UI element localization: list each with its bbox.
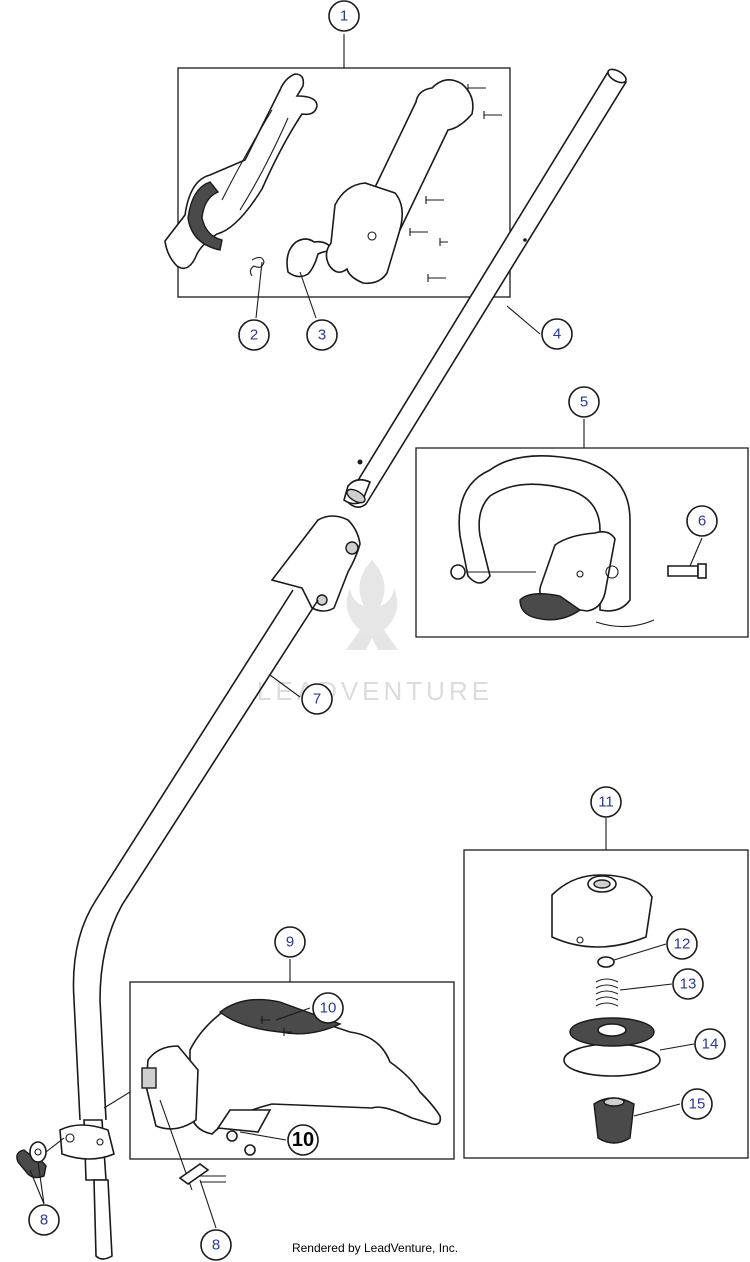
svg-text:13: 13: [680, 976, 697, 993]
callout-15: 15: [681, 1088, 713, 1120]
spring: [595, 978, 619, 1007]
watermark: LEADVENTURE: [257, 560, 493, 706]
svg-text:15: 15: [689, 1096, 706, 1113]
callout-7: 7: [301, 683, 333, 715]
callout-8-right: 8: [200, 1229, 232, 1261]
torsion-spring: [249, 256, 265, 277]
leader-lines: [29, 34, 703, 1229]
bolt: [667, 565, 699, 577]
washer: [597, 956, 615, 968]
svg-text:10: 10: [320, 1000, 337, 1017]
shaft-clamp: [59, 1124, 115, 1160]
upper-shaft: [343, 68, 628, 508]
nut: [450, 564, 466, 580]
svg-text:11: 11: [598, 794, 614, 811]
callout-14: 14: [694, 1028, 726, 1060]
callout-11: 11: [590, 786, 622, 818]
svg-text:4: 4: [553, 326, 561, 343]
callout-13: 13: [672, 968, 704, 1000]
watermark-text: LEADVENTURE: [257, 676, 493, 706]
svg-text:5: 5: [580, 394, 588, 411]
handle-assembly-box: [164, 67, 511, 298]
svg-text:3: 3: [318, 327, 326, 344]
callout-10-upper: 10: [312, 992, 344, 1024]
callout-3: 3: [306, 319, 338, 351]
svg-text:6: 6: [698, 513, 706, 530]
trimmer-head-box: [463, 849, 749, 1159]
svg-text:10: 10: [292, 1129, 314, 1151]
callout-2: 2: [238, 319, 270, 351]
callout-8-left: 8: [28, 1204, 60, 1236]
callout-10-lower: 10: [287, 1124, 319, 1156]
callout-12: 12: [666, 928, 698, 960]
svg-text:8: 8: [40, 1212, 48, 1229]
svg-text:8: 8: [212, 1237, 220, 1254]
callout-5: 5: [568, 386, 600, 418]
spool: [563, 1043, 661, 1077]
guard-box: [103, 981, 455, 1191]
carriage-bolt: [178, 1163, 226, 1185]
svg-text:14: 14: [702, 1036, 719, 1053]
callout-4: 4: [541, 318, 573, 350]
aux-handle-box: [415, 447, 749, 638]
lower-shaft: [59, 515, 361, 1260]
svg-text:7: 7: [313, 691, 321, 708]
callout-6: 6: [686, 505, 718, 537]
cutting-blade: [216, 1109, 272, 1133]
svg-text:1: 1: [340, 8, 348, 25]
callout-9: 9: [274, 926, 306, 958]
svg-text:12: 12: [674, 936, 691, 953]
screws: [409, 84, 502, 282]
footer-credit: Rendered by LeadVenture, Inc.: [292, 1241, 458, 1255]
trimmer-housing: [551, 874, 653, 948]
svg-text:2: 2: [250, 327, 258, 344]
svg-text:9: 9: [286, 934, 294, 951]
wing-nut-and-washer: [16, 1137, 65, 1179]
callout-1: 1: [328, 0, 360, 32]
